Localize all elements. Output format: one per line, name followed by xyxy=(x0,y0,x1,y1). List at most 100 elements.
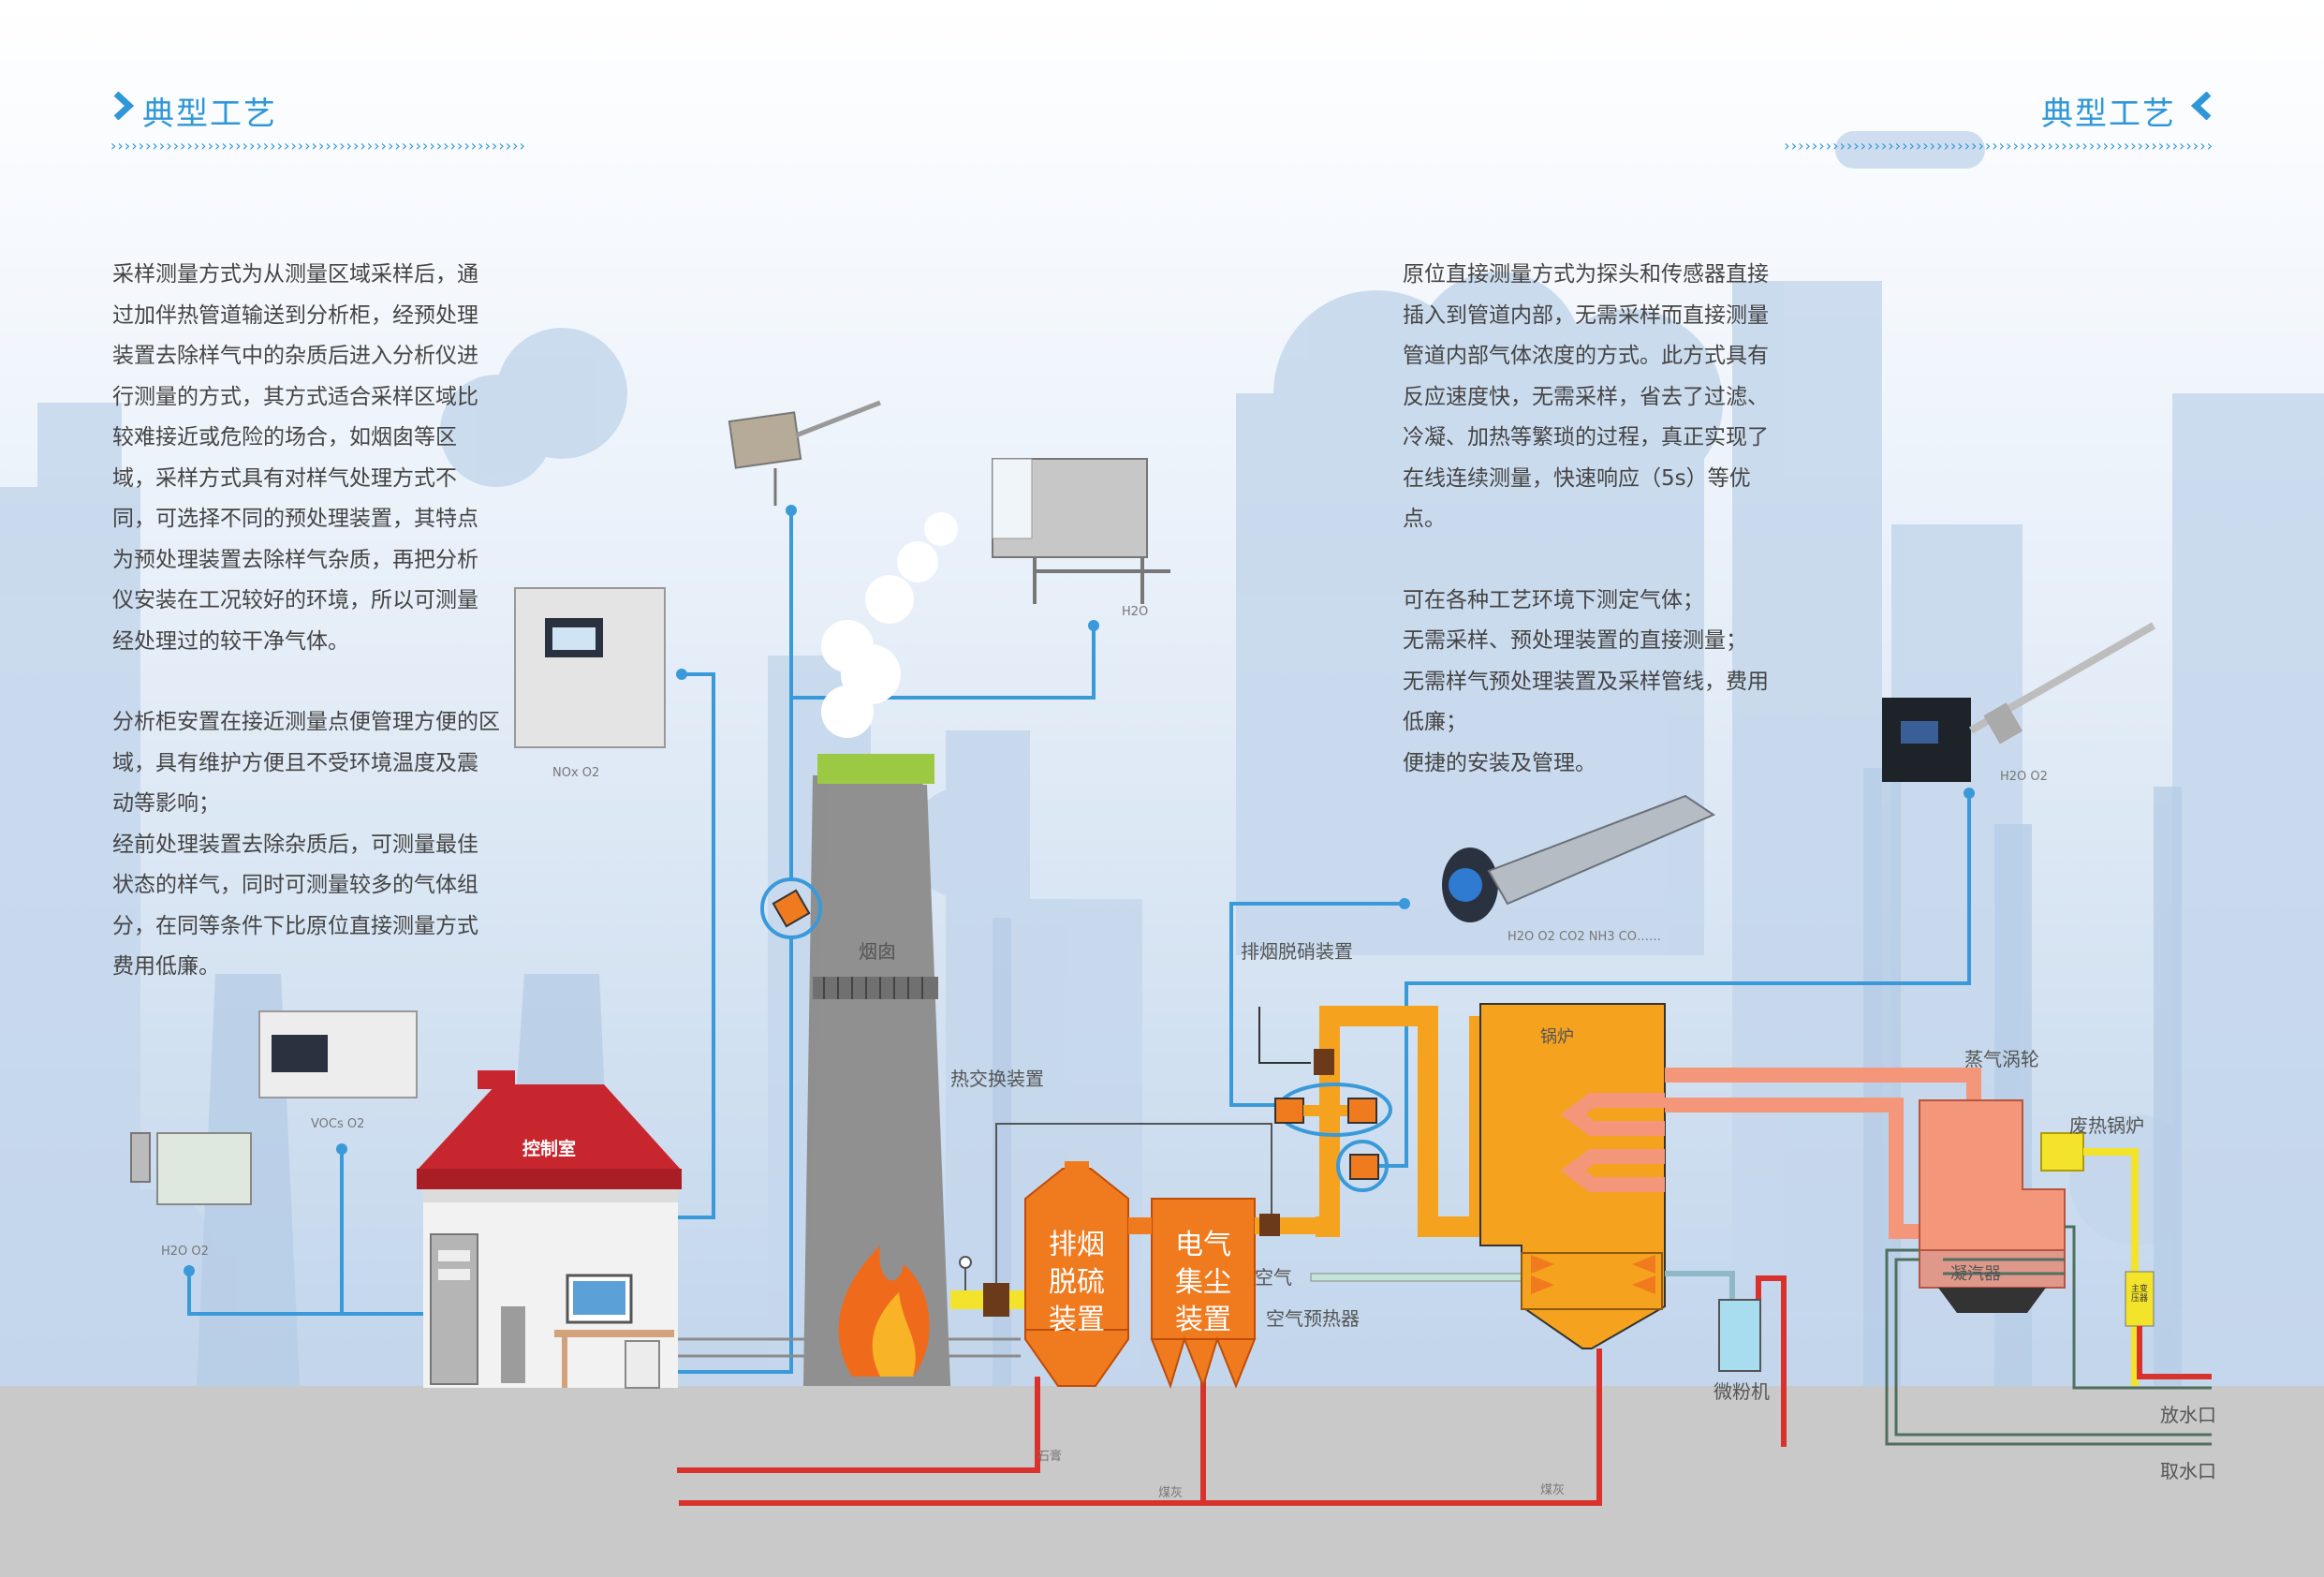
desulfurization-label: 排烟 脱硫 装置 xyxy=(1030,1227,1124,1339)
text-line: 在线连续测量，快速响应（5s）等优 xyxy=(1403,465,1751,491)
text-line: 经处理过的较干净气体。 xyxy=(112,628,349,654)
condenser-body xyxy=(1919,1249,2066,1289)
in-situ-probe xyxy=(1442,794,1716,922)
text-line: 可在各种工艺环境下测定气体； xyxy=(1403,587,1704,612)
steam-turbine xyxy=(1919,1099,2066,1251)
label-line: 脱硫 xyxy=(1049,1266,1105,1299)
chimney xyxy=(803,754,950,1386)
condenser-label: 凝汽器 xyxy=(1950,1264,2001,1284)
text-line: 域，具有维护方便且不受环境温度及震 xyxy=(112,750,478,775)
control-room xyxy=(417,1070,682,1389)
text-line: 采样测量方式为从测量区域采样后，通 xyxy=(112,262,478,287)
coal-ash-label: 煤灰 xyxy=(1158,1486,1184,1500)
chevron-right-icon xyxy=(113,92,135,120)
text-line: 插入到管道内部，无需采样而直接测量 xyxy=(1403,302,1769,328)
vocs-o2-label: VOCs O2 xyxy=(311,1117,365,1131)
waste-heat-boiler xyxy=(2040,1132,2084,1172)
condenser-base xyxy=(1938,1288,2046,1313)
dust-collector-label: 电气 集尘 装置 xyxy=(1156,1227,1250,1339)
pulverizer-label: 微粉机 xyxy=(1714,1380,1770,1403)
waste-heat-boiler-label: 废热锅炉 xyxy=(2069,1114,2144,1137)
label-line: 装置 xyxy=(1049,1304,1105,1336)
burners xyxy=(1531,1255,1655,1294)
ground xyxy=(0,1386,2324,1577)
text-line: 无需采样、预处理装置的直接测量； xyxy=(1403,628,1747,653)
steam-turbine-label: 蒸气涡轮 xyxy=(1964,1048,2039,1070)
label-line: 集尘 xyxy=(1175,1266,1231,1299)
drain-label: 放水口 xyxy=(2160,1404,2216,1426)
transformer-label: 主变压器 xyxy=(2130,1285,2148,1304)
air-pipe xyxy=(1310,1273,1532,1282)
pretreatment-cabinet xyxy=(992,458,1170,604)
text-line: 较难接近或危险的场合，如烟囱等区 xyxy=(112,425,457,450)
text-line: 为预处理装置去除样气杂质，再把分析 xyxy=(112,547,478,572)
text-line: 原位直接测量方式为探头和传感器直接 xyxy=(1403,262,1769,287)
control-room-label: 控制室 xyxy=(522,1139,577,1159)
text-line: 同，可选择不同的预处理装置，其特点 xyxy=(112,507,478,531)
air-label: 空气 xyxy=(1255,1266,1292,1289)
text-line: 过加伴热管道输送到分析柜，经预处理 xyxy=(112,302,478,328)
nox-o2-label: NOx O2 xyxy=(552,766,600,780)
signal-node xyxy=(1399,898,1410,909)
text-line: 状态的样气，同时可测量较多的气体组 xyxy=(112,873,478,897)
label-line: 排烟 xyxy=(1049,1229,1105,1261)
text-line: 装置去除样气中的杂质后进入分析仪进 xyxy=(112,344,478,368)
header-right-divider: ‹‹‹‹‹‹‹‹‹‹‹‹‹‹‹‹‹‹‹‹‹‹‹‹‹‹‹‹‹‹‹‹‹‹‹‹‹‹‹‹… xyxy=(1717,142,2214,150)
dust-collector-unit xyxy=(1128,1198,1257,1390)
probe-gases-label: H2O O2 CO2 NH3 CO…… xyxy=(1508,930,1661,944)
transformer xyxy=(2125,1271,2155,1327)
text-line: 便捷的安装及管理。 xyxy=(1403,750,1596,775)
header-left-divider: ››››››››››››››››››››››››››››››››››››››››… xyxy=(110,142,607,150)
heat-exchanger-label: 热交换装置 xyxy=(950,1068,1044,1090)
h2o-top-label: H2O xyxy=(1122,605,1149,619)
sampling-analyzer-device xyxy=(728,400,881,506)
signal-node xyxy=(786,505,797,516)
header-left-title: 典型工艺 xyxy=(142,96,277,133)
air-preheater-label: 空气预热器 xyxy=(1266,1307,1360,1330)
h2o-o2-right-label: H2O O2 xyxy=(2000,770,2048,784)
signal-node xyxy=(184,1265,195,1276)
chevron-left-icon xyxy=(2190,92,2212,120)
boiler-label: 锅炉 xyxy=(1540,1027,1574,1047)
text-line: 仪安装在工况较好的环境，所以可测量 xyxy=(112,588,478,612)
waste-pipes xyxy=(677,1275,1787,1506)
denitration-label: 排烟脱硝装置 xyxy=(1241,940,1353,963)
coal-ash-label-2: 煤灰 xyxy=(1540,1483,1566,1497)
text-line: 管道内部气体浓度的方式。此方式具有 xyxy=(1403,344,1769,368)
text-line: 冷凝、加热等繁琐的过程，真正实现了 xyxy=(1403,425,1769,450)
text-line: 动等影响； xyxy=(112,791,220,816)
text-line: 分析柜安置在接近测量点便管理方便的区 xyxy=(112,710,500,734)
text-line: 无需样气预处理装置及采样管线，费用 xyxy=(1403,669,1769,694)
heat-exchanger-valve xyxy=(950,1123,1272,1317)
sensor-module xyxy=(130,1132,252,1205)
text-line: 费用低廉。 xyxy=(112,954,220,979)
h2o-o2-left-label: H2O O2 xyxy=(161,1245,209,1259)
label-line: 电气 xyxy=(1175,1229,1231,1261)
wall-analyzer xyxy=(514,587,666,748)
label-line: 装置 xyxy=(1175,1304,1231,1336)
text-line: 点。 xyxy=(1403,507,1446,531)
sampling-point-circle xyxy=(760,877,822,939)
sampling-probe xyxy=(772,889,811,928)
text-line: 分，在同等条件下比原位直接测量方式 xyxy=(112,913,478,938)
water-pipes xyxy=(1885,1225,2212,1446)
boiler-flue xyxy=(1316,1006,1490,1237)
chimney-label: 烟囱 xyxy=(859,940,896,963)
in-situ-analyzer xyxy=(1882,622,2155,782)
denitration-unit xyxy=(1258,1007,1392,1236)
steam-pipes xyxy=(1560,1068,1981,1239)
header-right-title: 典型工艺 xyxy=(2041,96,2176,133)
signal-node xyxy=(676,669,687,680)
text-line: 经前处理装置去除杂质后，可测量最佳 xyxy=(112,832,478,857)
smoke xyxy=(821,512,958,738)
pulverizer xyxy=(1665,1271,1761,1372)
text-line: 反应速度快，无需采样，省去了过滤、 xyxy=(1403,384,1769,409)
text-line: 域，采样方式具有对样气处理方式不 xyxy=(112,465,457,491)
intake-label: 取水口 xyxy=(2160,1460,2216,1482)
rack-analyzer xyxy=(258,1010,418,1098)
right-description: 原位直接测量方式为探头和传感器直接 插入到管道内部，无需采样而直接测量 管道内部… xyxy=(1403,255,1796,784)
desulfurization-unit xyxy=(1024,1161,1129,1387)
text-line: 低廉； xyxy=(1403,710,1467,734)
left-description: 采样测量方式为从测量区域采样后，通 过加伴热管道输送到分析柜，经预处理 装置去除… xyxy=(112,255,506,988)
